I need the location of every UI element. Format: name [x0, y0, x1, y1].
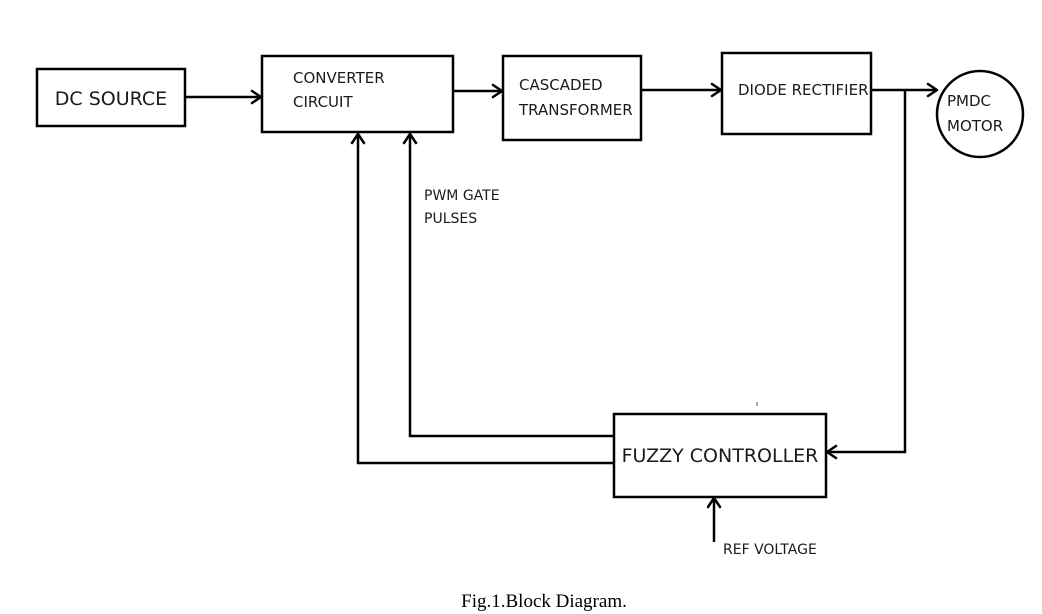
pmdc-motor-label-line2: MOTOR [947, 117, 1003, 135]
cascaded-transformer-label-line1: CASCADED [519, 76, 603, 94]
cascaded-transformer-block: CASCADED TRANSFORMER [501, 54, 643, 142]
cascaded-transformer-box [501, 54, 643, 142]
converter-circuit-label-line2: CIRCUIT [293, 93, 353, 111]
fuzzy-controller-block: FUZZY CONTROLLER [612, 412, 828, 499]
arrowhead-left-icon [825, 444, 838, 460]
pmdc-motor-circle [935, 69, 1025, 159]
pwm-pulse-line-inner [402, 132, 614, 438]
arrow-dc-source-to-converter [185, 89, 263, 105]
converter-circuit-block: CONVERTER CIRCUIT [260, 54, 455, 134]
dc-source-box [35, 67, 187, 128]
arrowhead-right-icon [710, 82, 723, 98]
pmdc-motor-label-line1: PMDC [947, 92, 991, 110]
feedback-to-fuzzy-controller [825, 90, 907, 460]
pmdc-motor-block: PMDC MOTOR [935, 69, 1025, 159]
dc-source-label: DC SOURCE [55, 88, 167, 110]
arrowhead-up-icon [350, 132, 366, 145]
arrow-ref-voltage-to-fuzzy [706, 496, 722, 542]
converter-circuit-box [260, 54, 455, 134]
arrowhead-right-icon [926, 82, 939, 98]
arrow-transformer-to-rectifier [641, 82, 723, 98]
fuzzy-controller-label: FUZZY CONTROLLER [622, 445, 819, 467]
converter-circuit-label-line1: CONVERTER [293, 69, 385, 87]
pwm-pulse-line-outer [350, 132, 614, 465]
diode-rectifier-label: DIODE RECTIFIER [738, 81, 869, 99]
figure-caption: Fig.1.Block Diagram. [461, 591, 627, 612]
arrowhead-up-icon [402, 132, 418, 145]
pwm-gate-pulses-label-line1: PWM GATE [424, 188, 500, 204]
diode-rectifier-box [720, 51, 873, 136]
arrow-rectifier-to-motor [871, 82, 939, 98]
arrowhead-right-icon [250, 89, 263, 105]
dc-source-block: DC SOURCE [35, 67, 187, 128]
pwm-gate-pulses-label-line2: PULSES [424, 211, 477, 227]
arrowhead-right-icon [491, 83, 504, 99]
fuzzy-controller-box [612, 412, 828, 499]
arrowhead-up-icon [706, 496, 722, 509]
arrow-converter-to-transformer [453, 83, 504, 99]
ref-voltage-label: REF VOLTAGE [723, 542, 817, 558]
cascaded-transformer-label-line2: TRANSFORMER [518, 101, 633, 119]
diode-rectifier-block: DIODE RECTIFIER [720, 51, 873, 136]
